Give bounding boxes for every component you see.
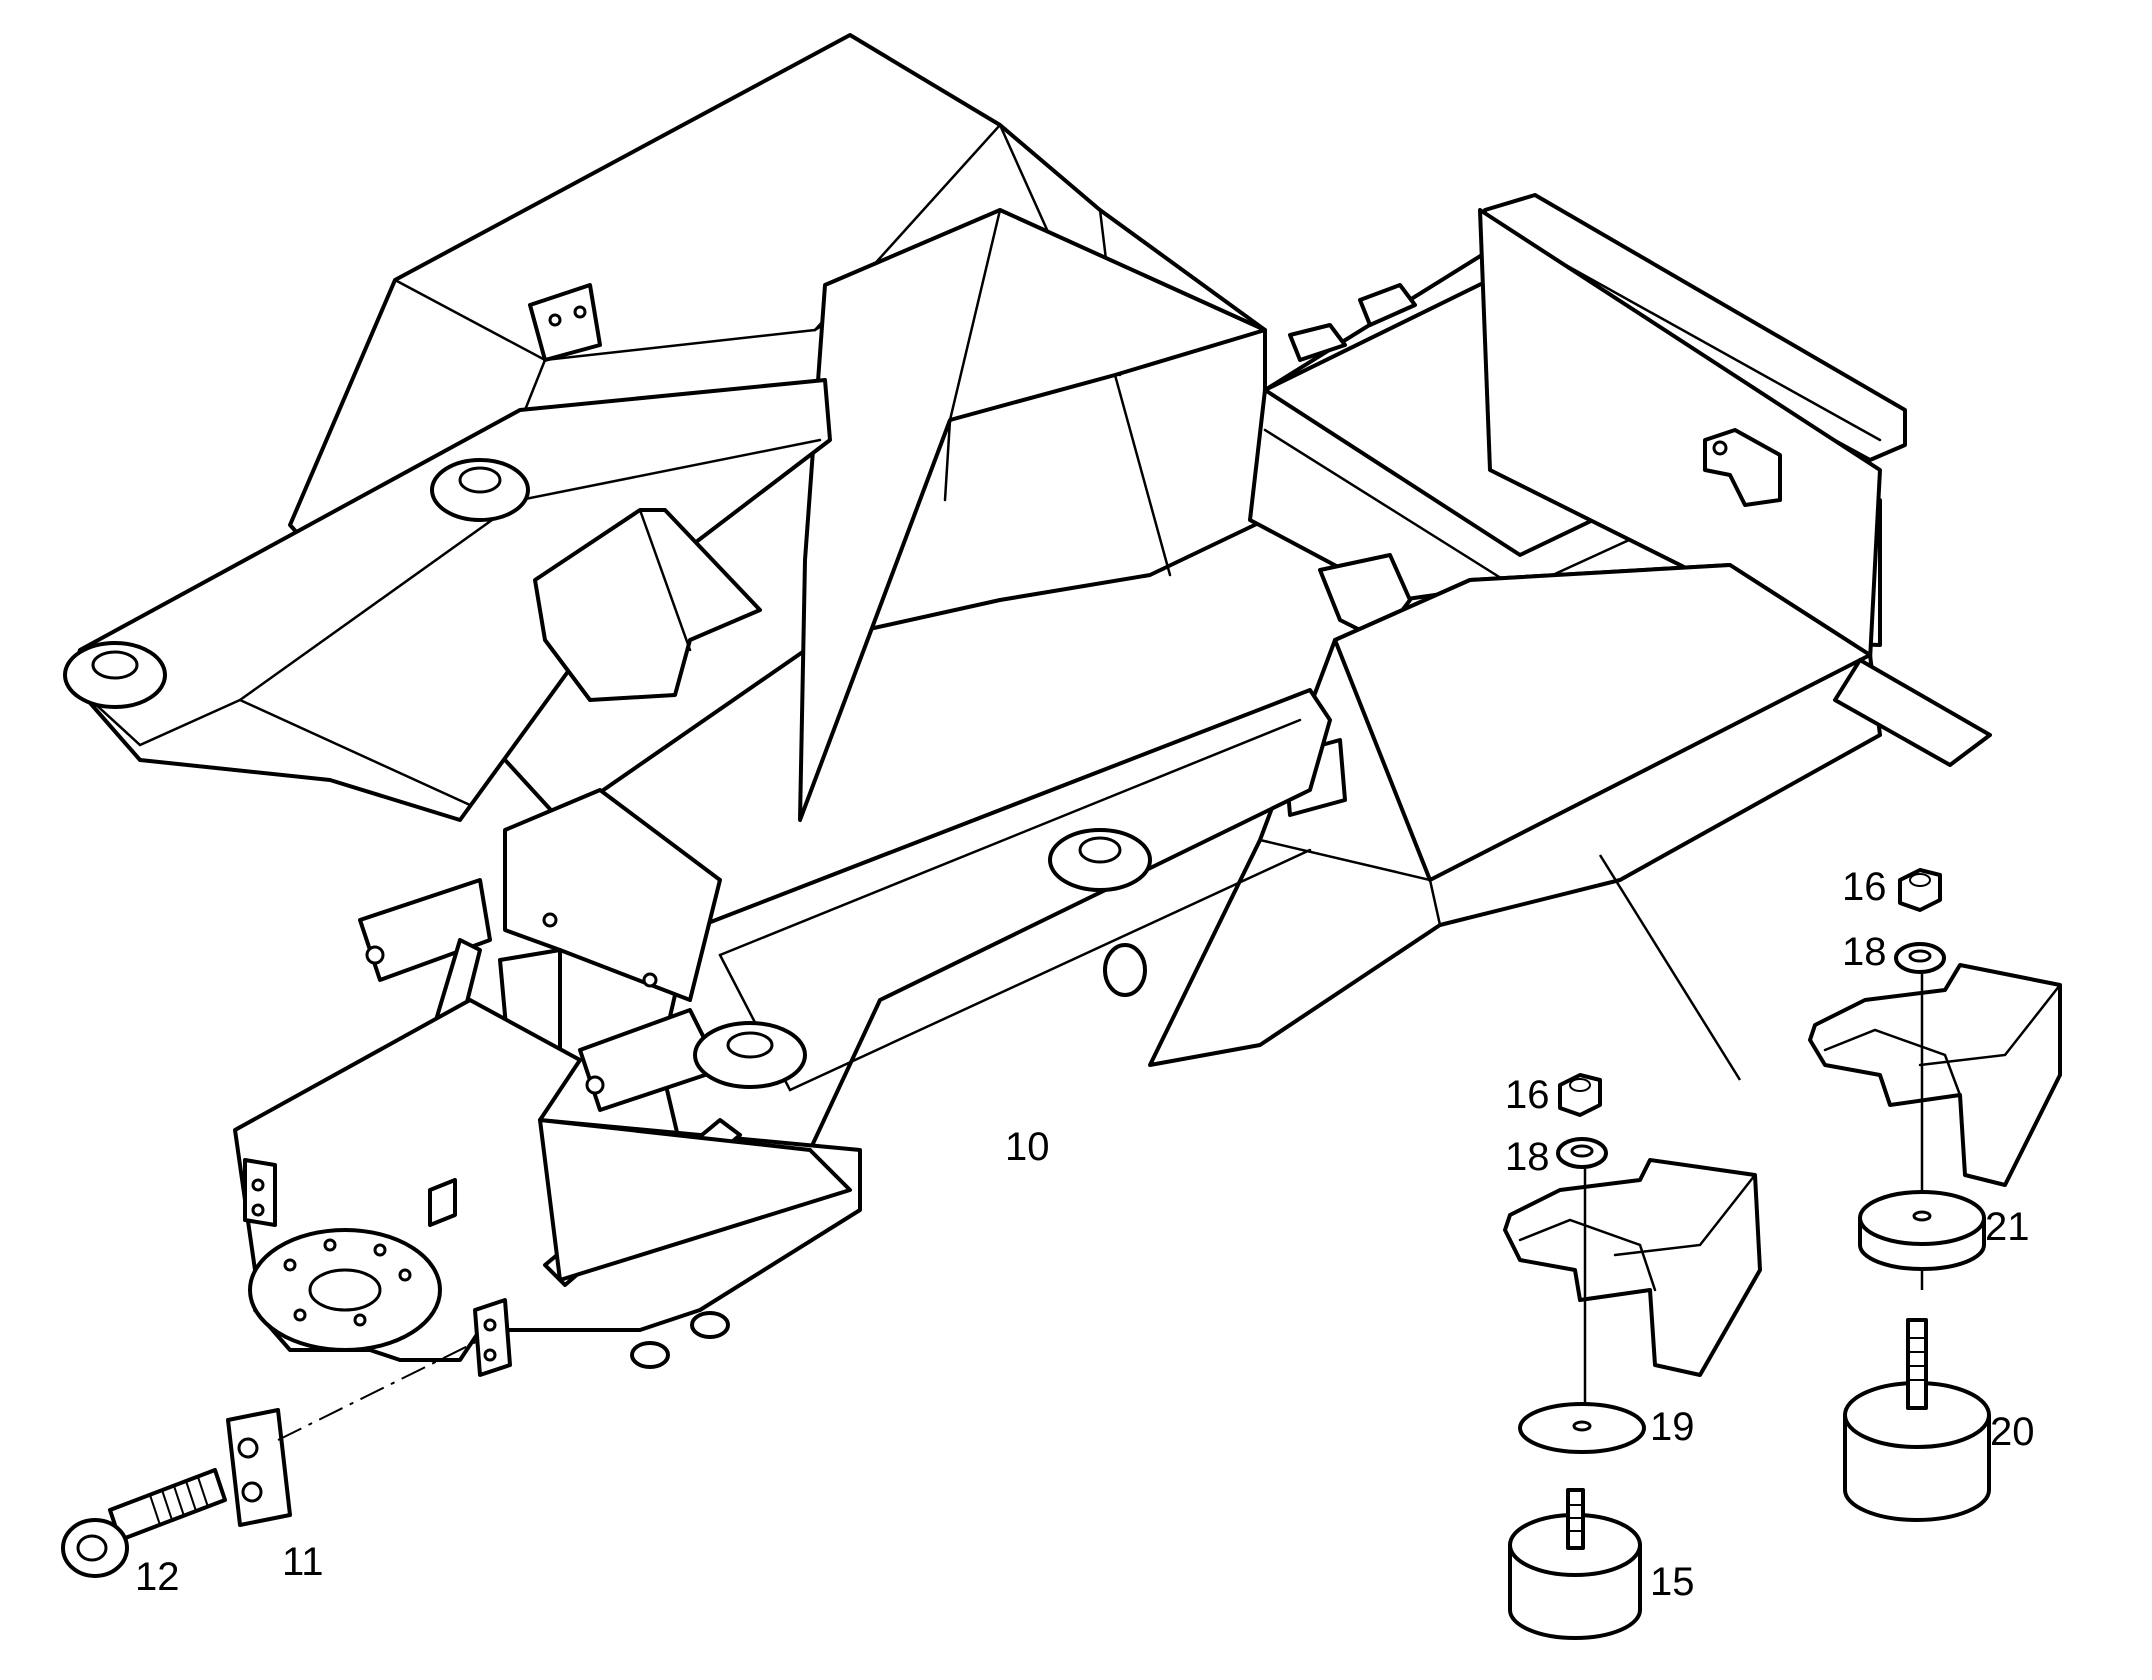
left-arm-bevel <box>78 688 472 807</box>
callout-11: 11 <box>282 1540 324 1584</box>
side-tab-hole-2 <box>251 1203 265 1217</box>
callout-18-right: 18 <box>1842 930 1887 974</box>
cross-beam-hole-2 <box>642 972 658 988</box>
arm-boss-mid-hole <box>458 466 502 494</box>
washer-19-hole <box>1572 1420 1592 1432</box>
thread-1 <box>149 1494 161 1526</box>
flange-bolt-6 <box>293 1308 307 1322</box>
beam-skirt <box>538 1118 852 1282</box>
nut-16-left <box>1558 1073 1602 1117</box>
base-pin-2 <box>690 1311 730 1339</box>
beam-end-hole <box>585 1075 605 1095</box>
thread-2 <box>161 1489 173 1521</box>
callout-20: 20 <box>1990 1410 2035 1454</box>
top-bolt-tab <box>528 283 602 362</box>
channel-bracket-left <box>1503 1158 1762 1377</box>
part-11-plate <box>226 1408 292 1527</box>
flange-bolt-1 <box>283 1258 297 1272</box>
fender-tail <box>1833 658 1992 767</box>
tab-hole <box>1712 440 1728 456</box>
nut-16-right-bore <box>1909 873 1931 887</box>
mount-20-stud <box>1906 1318 1928 1410</box>
channel-fold-right-2 <box>1918 983 2062 1067</box>
plate-hole-2 <box>241 1481 263 1503</box>
callout-10: 10 <box>1005 1125 1050 1169</box>
callout-15: 15 <box>1650 1560 1695 1604</box>
beam-pin <box>1103 943 1147 997</box>
assembly-axis-11 <box>277 1339 481 1441</box>
beam-top-edge <box>718 718 1302 957</box>
arm-boss-hole <box>91 650 139 680</box>
mount-group-left <box>1503 1073 1762 1640</box>
leader-frame-to-mounts <box>1598 854 1742 1081</box>
channel-fold-left <box>1518 1218 1657 1292</box>
housing-fold-2 <box>523 358 547 412</box>
front-tab-hole-2 <box>483 1348 497 1362</box>
channel-bracket-right <box>1808 963 2062 1187</box>
flange-bolt-4 <box>398 1268 412 1282</box>
base-pin-1 <box>630 1341 670 1369</box>
small-bracket-2 <box>1358 283 1417 327</box>
tower-edge-3 <box>943 418 952 502</box>
callout-18-left: 18 <box>1505 1135 1550 1179</box>
front-tab-plate <box>473 1298 512 1377</box>
plate-hole-1 <box>237 1437 259 1459</box>
right-fender-top <box>1333 563 1872 882</box>
tower-edge-1 <box>948 208 1002 422</box>
mount-group-right <box>1808 868 2062 1522</box>
clip-block <box>428 1178 457 1227</box>
plate-body <box>226 1408 292 1527</box>
front-boss-hole <box>726 1031 774 1059</box>
channel-fold-left-2 <box>1613 1173 1757 1257</box>
side-tab-hole <box>251 1178 265 1192</box>
callout-12: 12 <box>135 1555 180 1599</box>
stub-hole <box>365 945 385 965</box>
front-tab-hole <box>483 1318 497 1332</box>
callout-16-right: 16 <box>1842 865 1887 909</box>
beam-boss-hole <box>1078 836 1122 864</box>
flange-bolt-2 <box>323 1238 337 1252</box>
channel-fold-right <box>1823 1028 1962 1097</box>
flange-bolt-3 <box>373 1243 387 1257</box>
cross-beam-hole <box>542 912 558 928</box>
screw-socket <box>76 1534 108 1562</box>
washer-18-left-hole <box>1570 1144 1594 1158</box>
small-bracket-1 <box>1288 323 1347 362</box>
spacer-21-hole <box>1912 1210 1932 1222</box>
tower-edge-2 <box>948 373 1172 577</box>
callout-19: 19 <box>1650 1405 1695 1449</box>
thread-5 <box>197 1476 209 1508</box>
frame-assembly <box>63 33 1992 1377</box>
flange-bolt-5 <box>353 1313 367 1327</box>
beam-side-edge <box>718 848 1312 1092</box>
flange-center-hole <box>308 1268 382 1312</box>
cross-beam <box>503 788 722 1002</box>
callout-16-left: 16 <box>1505 1073 1550 1117</box>
part-12-screw <box>61 1468 227 1578</box>
washer-18-right-hole <box>1908 949 1932 963</box>
fender-fold <box>1258 838 1442 927</box>
nut-16-right <box>1898 868 1942 912</box>
tab-bolt-hole <box>548 313 562 327</box>
thread-4 <box>185 1480 197 1512</box>
cutout-inner <box>638 508 692 652</box>
thread-3 <box>173 1485 185 1517</box>
arm-cutout <box>533 508 762 702</box>
callout-21: 21 <box>1985 1205 2030 1249</box>
nut-16-left-bore <box>1569 1078 1591 1092</box>
tab-bolt-hole-2 <box>573 305 587 319</box>
